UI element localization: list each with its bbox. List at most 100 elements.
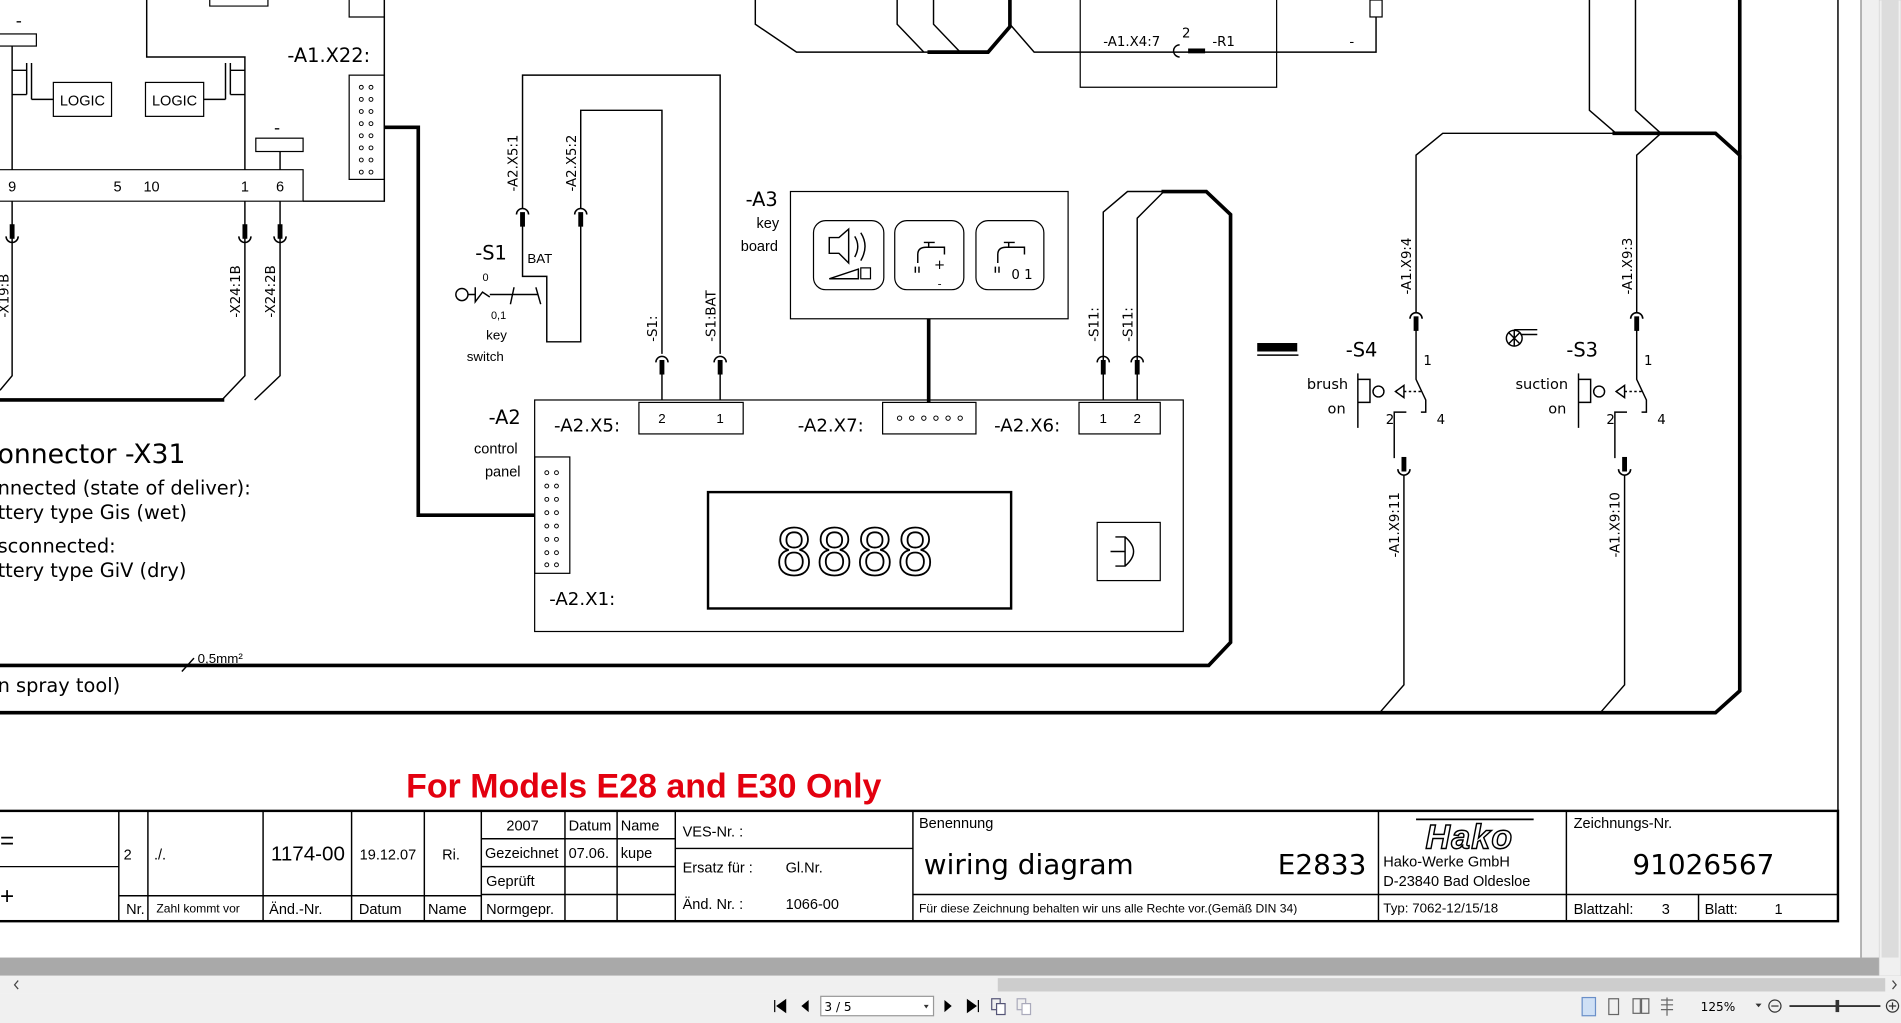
continuous-facing-view-button[interactable] (1660, 997, 1674, 1016)
minus-symbol: - (938, 277, 942, 290)
minus-label: - (16, 12, 22, 32)
viewer-bottom-gray (0, 957, 1901, 976)
zoom-dropdown-icon[interactable] (1755, 1003, 1762, 1008)
component-desc: board (741, 239, 778, 255)
component-desc: control (474, 441, 518, 457)
component-id: -A3 (746, 188, 778, 211)
tb-zeichnungs-label: Zeichnungs-Nr. (1574, 816, 1673, 832)
tb-rev-zahl: ./. (154, 847, 166, 863)
zoom-out-icon[interactable] (1768, 999, 1782, 1013)
wire-label: -S1:BAT (704, 289, 719, 341)
tb-blattzahl: 3 (1662, 902, 1670, 918)
tb-normgepr: Normgepr. (486, 902, 554, 918)
pin-label: 2 (1386, 413, 1394, 428)
pin-label: 2 (1182, 27, 1190, 42)
speaker-volume-icon (812, 219, 885, 291)
scroll-right-icon[interactable] (1892, 980, 1897, 990)
cross-section-label: 0,5mm² (198, 651, 244, 666)
next-page-icon[interactable] (944, 999, 952, 1013)
component-id: -S1 (475, 241, 507, 264)
note-line: nnected (state of deliver): (0, 477, 251, 500)
wire-label: -A2.X5:1 (507, 135, 522, 192)
scroll-left-icon[interactable] (13, 980, 19, 990)
drawing-model: E2833 (1278, 848, 1367, 881)
pin-label: 4 (1657, 413, 1665, 428)
zoom-in-icon[interactable] (1885, 999, 1900, 1013)
tb-gez-name: kupe (621, 846, 653, 862)
key-switch-s1: -A2.X5:1 -A2.X5:2 -S1: -S1:BAT -S1 BAT 0… (455, 74, 727, 400)
facing-view-button[interactable] (1632, 998, 1650, 1014)
zoom-level[interactable]: 125% (1701, 1000, 1736, 1014)
wire-label: -A1.X9:4 (1400, 238, 1415, 295)
pin-label: 4 (1437, 413, 1445, 428)
drawing-number: 91026567 (1632, 848, 1774, 881)
continuous-view-button[interactable] (1608, 998, 1620, 1016)
pin-label: 6 (276, 180, 284, 196)
tb-benennung: Benennung (919, 816, 993, 832)
last-page-icon[interactable] (966, 998, 979, 1014)
wire-label: -X24:1B (229, 265, 244, 317)
previous-view-icon[interactable] (991, 998, 1006, 1016)
models-banner: For Models E28 and E30 Only (406, 768, 881, 806)
resistor-label: -R1 (1212, 35, 1235, 50)
position-label: 0 (483, 272, 489, 284)
tb-blattzahl-label: Blattzahl: (1574, 902, 1634, 918)
water-tap-plus-minus-icon: + - (894, 219, 965, 291)
previous-page-icon[interactable] (801, 999, 809, 1013)
page-dropdown-icon[interactable] (923, 1004, 929, 1009)
component-desc: suction (1515, 377, 1568, 393)
connector-label-x5: -A2.X5: (554, 416, 620, 437)
component-desc: panel (485, 464, 521, 480)
key-switch-icon (455, 287, 542, 305)
tb-aend-value: 1066-00 (786, 897, 839, 913)
tb-header: Name (428, 902, 467, 918)
zoom-slider-knob[interactable] (1835, 999, 1840, 1013)
next-view-icon[interactable] (1016, 998, 1032, 1016)
pin-label: 10 (143, 180, 159, 196)
connector-x31-notes: onnector -X31 nnected (state of deliver)… (0, 439, 251, 697)
wire-label: -S1: (646, 316, 661, 342)
control-panel-a2: -A2 control panel -A2.X5: 2 1 -A2.X7: -A… (0, 189, 1233, 672)
note-line: n spray tool) (0, 674, 120, 697)
horizontal-scrollbar-thumb[interactable] (997, 978, 1886, 992)
wire-label: -A1.X9:10 (1609, 492, 1624, 557)
first-page-icon[interactable] (774, 998, 787, 1014)
title-block: = + 2 ./. 1174-00 19.12.07 Ri. Nr. Zahl … (0, 809, 1840, 923)
logic-label: LOGIC (60, 93, 105, 109)
tb-header: Nr. (126, 902, 145, 918)
tb-eq: = (0, 827, 14, 854)
note-title: onnector -X31 (0, 439, 185, 470)
tb-header: Name (621, 818, 660, 834)
logic-box (144, 81, 205, 117)
minus-label: - (1349, 35, 1354, 50)
wire-label: -A1.X9:11 (1388, 492, 1403, 557)
wire-label: -A1.X9:3 (1621, 238, 1636, 295)
seven-segment-display: 8888 (775, 516, 936, 590)
viewer-toolbar: 3 / 5 125% (0, 993, 1901, 1023)
top-middle-wiring: -A1.X4:7 2 -R1 - (754, 0, 1383, 88)
component-id: -S4 (1346, 338, 1378, 361)
component-desc: on (1328, 401, 1346, 417)
top-left-module: - - LOGIC LOGIC 9 5 10 1 6 -X19:B -X24:1… (0, 0, 535, 517)
tb-ersatz: Ersatz für : (683, 861, 753, 877)
wire-label: -X19:B (0, 274, 12, 318)
single-page-view-button[interactable] (1581, 996, 1597, 1017)
tb-rev-datum: 19.12.07 (360, 847, 417, 863)
vertical-scrollbar-thumb[interactable] (1881, 0, 1899, 958)
component-desc: key (486, 327, 507, 342)
connector-label-x7: -A2.X7: (798, 416, 864, 437)
wire-label: -A1.X4:7 (1103, 35, 1160, 50)
tb-year: 2007 (506, 818, 538, 834)
connector-label-x6: -A2.X6: (994, 416, 1060, 437)
pin-label: 1 (1100, 411, 1107, 426)
pin-label: 1 (1423, 354, 1431, 369)
horizontal-scrollbar[interactable] (0, 975, 1901, 994)
tb-rev-aend: 1174-00 (271, 843, 345, 866)
hako-logo: Hako (1425, 818, 1513, 856)
keyboard-a3: -A3 key board + - 0 1 (741, 188, 1069, 403)
page-number-field[interactable] (820, 995, 935, 1017)
wire-a1x22-a2x1 (384, 125, 535, 517)
component-desc: key (757, 216, 780, 232)
tb-header: Änd.-Nr. (269, 901, 322, 918)
